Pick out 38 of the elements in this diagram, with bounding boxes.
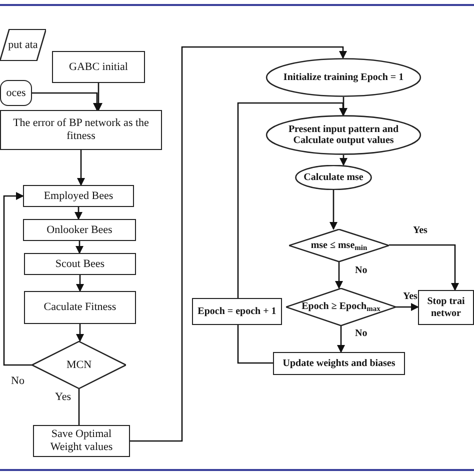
arrow xyxy=(130,46,347,442)
start-ellipse: Initialize training Epoch = 1 xyxy=(265,58,422,97)
arrow xyxy=(389,244,459,291)
end-box: Stop trai networ xyxy=(418,290,474,325)
decision-diamond: Epoch ≥ Epoch$_{max}$ xyxy=(286,288,396,326)
process-box: Save Optimal Weight values xyxy=(33,425,130,457)
edge-label: No xyxy=(354,266,368,276)
arrow xyxy=(337,326,345,353)
arrow xyxy=(77,150,85,186)
arrow xyxy=(3,192,32,366)
process-box: Caculate Fitness xyxy=(24,291,136,324)
edge-label: No xyxy=(10,376,26,387)
arrow xyxy=(335,262,343,289)
decision-diamond: mse ≤ mse$_{min}$ xyxy=(289,229,389,262)
edge-label: No xyxy=(354,329,368,339)
process-box: The error of BP network as the fitness xyxy=(0,110,162,150)
arrow xyxy=(330,190,338,230)
edge-label: Yes xyxy=(412,226,428,236)
process-ellipse: Present input pattern and Calculate output values xyxy=(265,115,422,155)
arrow xyxy=(74,207,82,220)
rounded-box: oces xyxy=(0,80,32,106)
process-box: Employed Bees xyxy=(23,185,134,207)
process-box: GABC initial xyxy=(52,51,145,83)
input-parallelogram: put ata xyxy=(0,29,46,61)
edge-label: Yes xyxy=(402,292,418,302)
arrow xyxy=(340,155,348,166)
process-box: Onlooker Bees xyxy=(23,219,136,241)
process-box: Epoch = epoch + 1 xyxy=(192,298,282,325)
edge-label: Yes xyxy=(54,392,72,403)
arrow xyxy=(76,275,84,292)
arrow xyxy=(237,325,273,364)
arrow xyxy=(76,324,84,342)
arrow xyxy=(76,241,84,254)
process-box: Update weights and biases xyxy=(273,352,405,375)
arrow xyxy=(32,92,101,111)
decision-diamond: MCN xyxy=(32,341,126,389)
arrow xyxy=(396,303,419,311)
process-box: Scout Bees xyxy=(24,253,136,275)
